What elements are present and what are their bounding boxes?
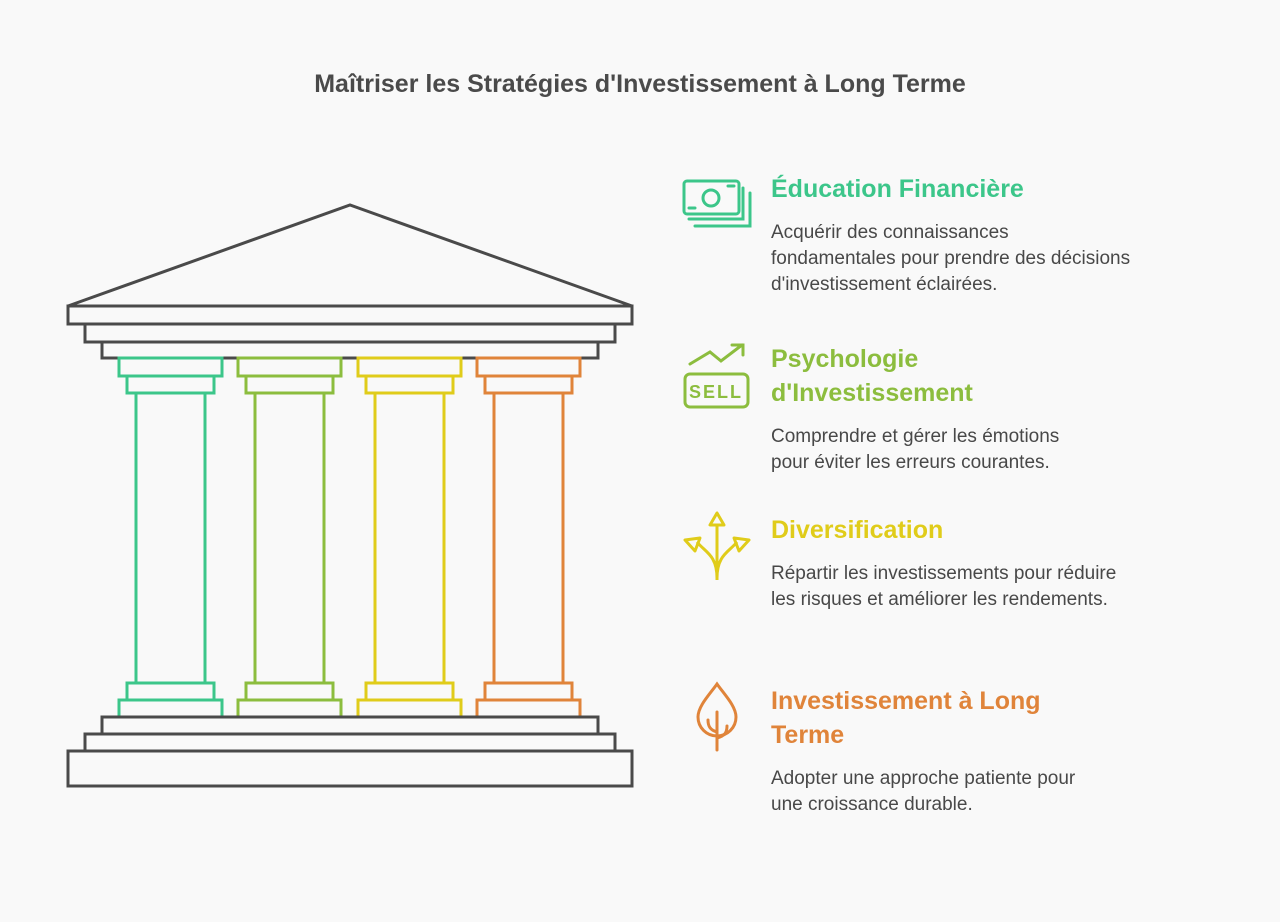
split-arrows-icon <box>683 511 751 580</box>
item-text: Comprendre et gérer les émotions pour év… <box>771 426 1060 473</box>
item-title: Investissement à Long Terme <box>771 687 1041 749</box>
sell-chart-icon: SELL <box>683 343 750 409</box>
tree-icon <box>696 681 738 752</box>
item-title: Éducation Financière <box>771 175 1024 203</box>
temple-column <box>356 356 463 719</box>
item-title: Diversification <box>771 516 944 544</box>
svg-text:SELL: SELL <box>689 382 743 402</box>
item-title: Psychologie d'Investissement <box>771 345 973 407</box>
diagram-title: Maîtriser les Stratégies d'Investissemen… <box>314 70 966 98</box>
item-text: Répartir les investissements pour réduir… <box>771 563 1117 610</box>
item-text: Acquérir des connaissances fondamentales… <box>771 222 1131 295</box>
temple-column <box>117 356 224 719</box>
temple-illustration <box>66 203 634 788</box>
temple-roof <box>66 203 634 360</box>
item-text: Adopter une approche patiente pour une c… <box>771 768 1076 815</box>
temple-column <box>236 356 343 719</box>
temple-column <box>475 356 582 719</box>
money-icon <box>682 179 752 228</box>
temple-base <box>66 715 634 788</box>
